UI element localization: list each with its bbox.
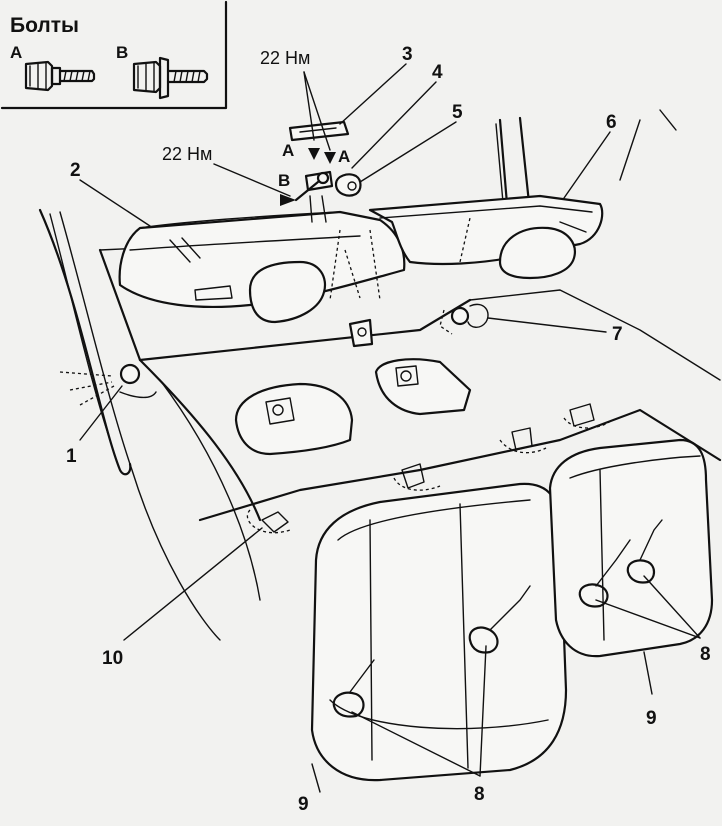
floor-hardware [59, 303, 613, 534]
callout-9-bottom: 9 [298, 794, 309, 815]
callout-8-bottom: 8 [474, 784, 485, 805]
torque-label-top: 22 Нм [260, 48, 310, 68]
callout-7: 7 [612, 324, 623, 345]
callout-6: 6 [606, 112, 617, 133]
bolt-b-icon [132, 56, 209, 100]
bolt-legend: Болты A B [0, 0, 228, 110]
labels: 22 Нм 22 Нм A A B 1 2 3 4 5 6 7 8 8 9 9 … [66, 44, 711, 815]
bolt-letter-b: B [278, 171, 290, 190]
callout-1: 1 [66, 446, 77, 467]
bolt-letter-a-right: A [338, 147, 350, 166]
callout-2: 2 [70, 160, 81, 181]
callout-5: 5 [452, 102, 463, 123]
leader-lines [79, 63, 701, 793]
legend-title: Болты [10, 14, 79, 37]
seat-cushion-9-left [310, 482, 568, 782]
hinge-assembly [288, 120, 381, 301]
seat-back-6 [368, 194, 604, 280]
bolt-a-icon [24, 60, 96, 92]
seat-cushion-9-right [548, 438, 714, 658]
callout-8-right: 8 [700, 644, 711, 665]
floor-clips [246, 403, 613, 534]
bolt-a-label: A [10, 43, 22, 62]
callout-9-right: 9 [646, 708, 657, 729]
seat-back-2 [118, 210, 406, 324]
bolt-b-label: B [116, 43, 128, 62]
callout-4: 4 [432, 62, 443, 83]
bolt-letter-a-left: A [282, 141, 294, 160]
torque-label-left: 22 Нм [162, 144, 212, 164]
callout-10: 10 [102, 648, 123, 669]
callout-3: 3 [402, 44, 413, 65]
